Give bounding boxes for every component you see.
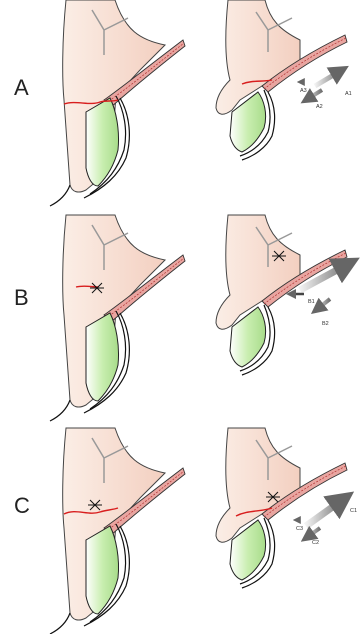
row-a-postop: A1 A2 A3 (216, 0, 352, 160)
arrow-label-a1: A1 (345, 91, 352, 97)
row-label-b: B (14, 285, 29, 310)
row-a-preop (50, 0, 185, 206)
row-b-postop: B1 B2 (216, 215, 350, 375)
arrow-label-a2: A2 (316, 104, 323, 110)
row-b-preop (50, 215, 185, 421)
arrow-label-c2: C2 (312, 540, 319, 546)
row-label-c: C (14, 493, 30, 518)
row-label-a: A (14, 75, 29, 100)
row-b: B B1 B2 (14, 215, 350, 421)
row-c-postop: C1 C2 C3 (216, 428, 357, 588)
arrow-label-b1: B1 (308, 299, 315, 305)
arrow-c2 (306, 528, 320, 538)
row-a: A A1 A2 A3 (14, 0, 352, 206)
arrow-label-c1: C1 (350, 508, 357, 514)
arrow-c1 (306, 498, 345, 526)
arrow-a1 (315, 70, 342, 86)
row-c: C C1 C2 C3 (14, 428, 357, 634)
arrow-a2 (306, 90, 322, 100)
row-c-preop (50, 428, 185, 634)
arrow-label-a3: A3 (300, 88, 307, 94)
arrow-b2 (316, 299, 330, 310)
arrow-label-c3: C3 (296, 526, 303, 532)
arrow-label-b2: B2 (322, 321, 329, 327)
